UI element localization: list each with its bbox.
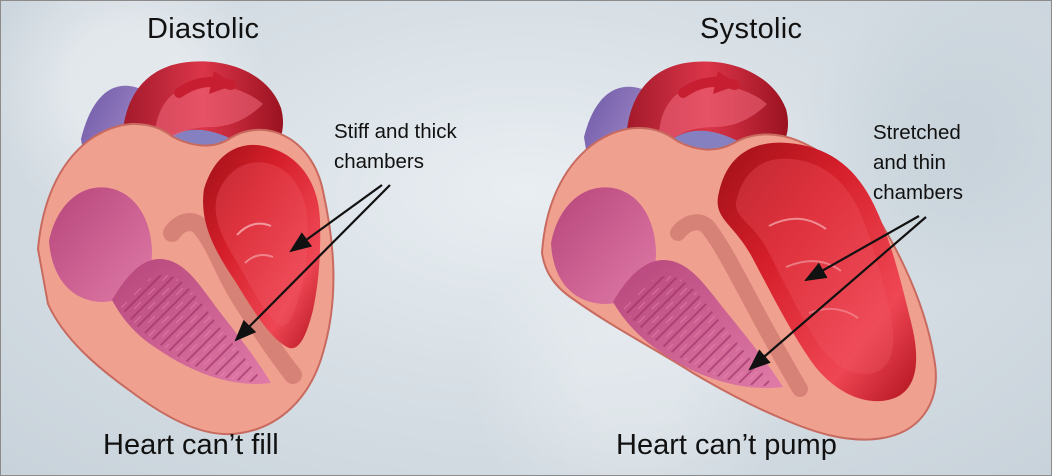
diastolic-heart-illustration xyxy=(36,61,391,436)
systolic-pointer-upper xyxy=(804,215,920,282)
diastolic-pointer-upper xyxy=(289,184,383,253)
diastolic-annotation: Stiff and thick chambers xyxy=(334,120,457,173)
diastolic-caption: Heart can’t fill xyxy=(103,429,279,461)
systolic-title: Systolic xyxy=(700,13,803,45)
systolic-annotation: Stretched and thin chambers xyxy=(873,121,964,204)
systolic-pointer-lower xyxy=(748,216,927,371)
systolic-caption: Heart can’t pump xyxy=(616,429,837,461)
diastolic-pointer-lower xyxy=(234,184,391,342)
systolic-heart-illustration xyxy=(540,61,937,441)
diastolic-title: Diastolic xyxy=(147,13,260,45)
